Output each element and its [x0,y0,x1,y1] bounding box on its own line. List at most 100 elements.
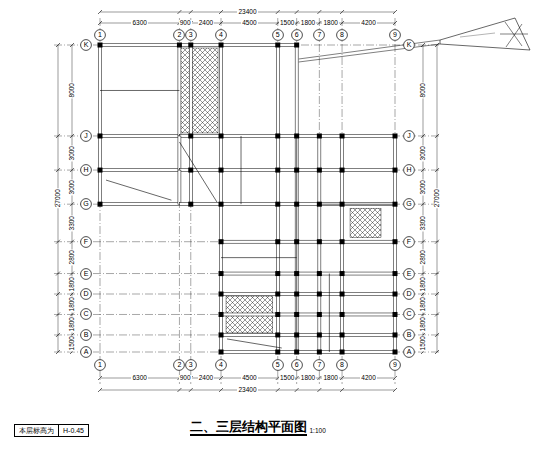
dimension-text: 3300 [69,215,76,231]
beam [341,335,344,352]
hatched-slab [179,48,218,133]
dimension-text: 1800 [69,296,76,312]
axis-label: 3 [185,359,197,371]
secondary-beam [329,274,330,352]
column [275,312,280,317]
beam [318,335,321,352]
dimension-text: 6300 [131,375,147,382]
column [393,202,398,207]
axis-label: 7 [313,29,325,41]
column [275,332,280,337]
beam [221,134,278,137]
dimension-tick [219,376,223,380]
dimension-tick [421,240,425,244]
dimension-tick [435,43,439,47]
column [393,332,398,337]
beam [191,169,221,172]
dimension-text: 1500 [279,375,295,382]
axis-bubble: 7 [313,359,325,371]
dimension-tick [70,240,74,244]
beam [318,294,321,314]
dimension-tick [393,10,397,14]
dimension-text: 27000 [55,188,62,208]
dimension-text: 23400 [237,9,257,16]
axis-label: 4 [215,29,227,41]
dimension-tick [189,10,193,14]
column [340,332,345,337]
beam [191,134,221,137]
dimension-tick [317,388,321,392]
dimension-tick [56,272,60,276]
dimension-tick [276,10,280,14]
axis-bubble: 2 [173,29,185,41]
beam [100,169,179,172]
axis-bubble: F [403,236,415,248]
dimension-tick [435,240,439,244]
hatched-slabs [179,48,381,333]
beam [221,44,278,47]
dimension-text: 1800 [420,316,427,332]
dimension-tick [56,292,60,296]
axis-label: 1 [94,29,106,41]
beam [297,134,320,137]
dimension-tick [393,388,397,392]
dimension-tick [219,388,223,392]
dimension-tick [421,168,425,172]
beam [278,313,297,316]
column [317,332,322,337]
column [340,133,345,138]
dimension-text: 1800 [69,316,76,332]
beam [221,313,278,316]
column [393,133,398,138]
beam [394,314,397,334]
beam [318,204,321,242]
dimension-tick [340,376,344,380]
elevation-note: H-0.45 [58,425,88,436]
axis-label: 2 [173,29,185,41]
beam [319,313,342,316]
axis-label: 8 [336,29,348,41]
secondary-beam [221,257,297,258]
beam [295,45,298,136]
axis-bubble: D [403,288,415,300]
axis-bubble: J [80,130,92,142]
axis-bubble: 6 [291,359,303,371]
column [317,350,322,355]
column [275,168,280,173]
beam [178,136,181,170]
column [219,292,224,297]
beam [276,170,279,204]
column [294,43,299,48]
column [219,332,224,337]
axis-label: A [80,346,92,358]
beam [278,351,297,354]
dimension-tick [435,350,439,354]
axis-label: E [403,268,415,280]
column [275,239,280,244]
column [340,168,345,173]
dimension-tick [421,202,425,206]
dimension-tick [98,376,102,380]
column [317,271,322,276]
secondary-beam [106,180,171,200]
dimension-tick [70,202,74,206]
axis-label: K [80,39,92,51]
beam [278,203,297,206]
axis-label: 9 [389,29,401,41]
beam [318,274,321,294]
beam [278,293,297,296]
axis-bubble: 5 [272,359,284,371]
beam [220,294,223,314]
dimension-tick [435,312,439,316]
axis-label: 9 [389,359,401,371]
column [188,43,193,48]
dimension-tick [276,388,280,392]
beam [220,274,223,294]
axis-bubble: H [80,164,92,176]
dimension-tick [70,272,74,276]
axis-bubble: 3 [185,359,197,371]
column [219,43,224,48]
beam [297,293,320,296]
beam [341,170,344,204]
axis-bubble: C [403,308,415,320]
